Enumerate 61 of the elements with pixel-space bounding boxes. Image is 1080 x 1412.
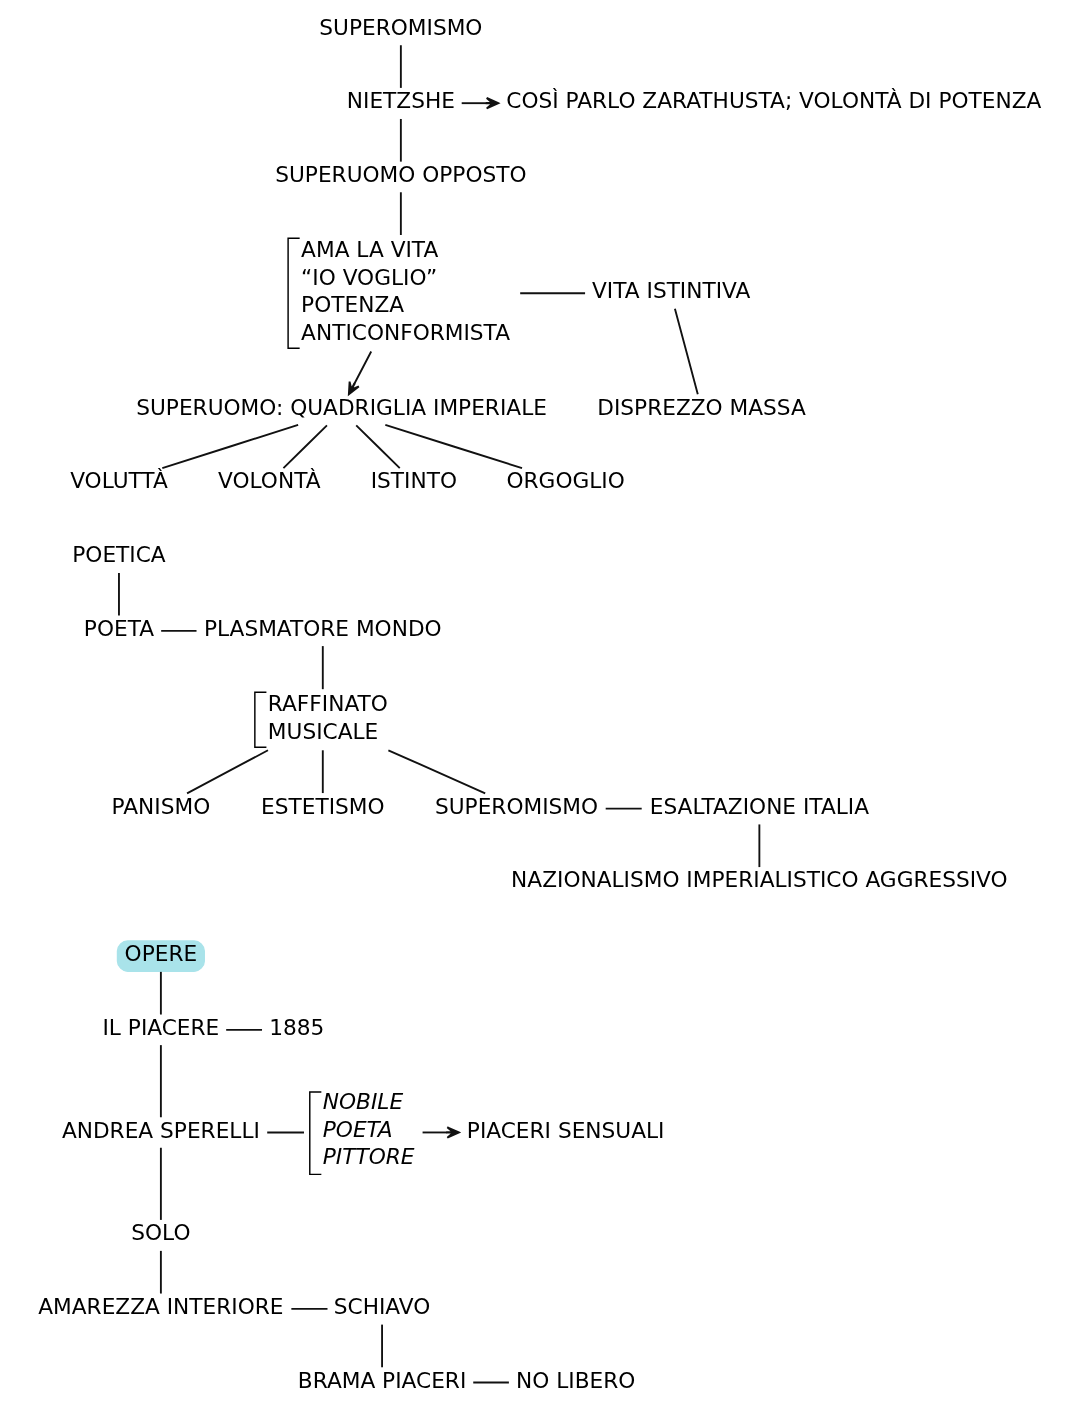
connector [399, 118, 402, 163]
node-text: IL PIACERE [102, 1014, 220, 1040]
node-text: 1885 [269, 1014, 325, 1040]
connector [399, 44, 402, 89]
node-text: POETICA [72, 542, 166, 568]
node-text: COSÌ PARLO ZARATHUSTA; VOLONTÀ DI POTENZA [506, 88, 1042, 114]
connector [519, 292, 586, 295]
node-text: VOLUTTÀ [70, 468, 168, 494]
arrow [347, 350, 373, 396]
connector [472, 1381, 510, 1384]
node-text: PANISMO [111, 793, 211, 819]
connector [673, 307, 699, 396]
connector [355, 424, 401, 470]
node-text: RAFFINATO MUSICALE [267, 691, 388, 744]
node-text: SUPERUOMO OPPOSTO [275, 161, 527, 187]
connector [384, 423, 523, 470]
node-text: ORGOGLIO [506, 468, 625, 494]
connector [159, 1146, 162, 1221]
connector [282, 424, 328, 470]
connector [758, 823, 761, 869]
connector [321, 645, 324, 691]
arrow [460, 97, 500, 110]
connector [160, 629, 198, 632]
node-text: ISTINTO [370, 468, 458, 494]
node-text: VITA ISTINTIVA [592, 278, 751, 304]
node-text: ESTETISMO [261, 793, 385, 819]
connector [399, 191, 402, 236]
connector [225, 1028, 263, 1031]
node-text: AMAREZZA INTERIORE [38, 1293, 284, 1319]
node-text: VOLONTÀ [218, 468, 321, 494]
connector [266, 1131, 305, 1134]
node-text: SUPERUOMO: QUADRIGLIA IMPERIALE [136, 394, 547, 420]
connector [118, 571, 120, 617]
node-text: PLASMATORE MONDO [203, 615, 442, 641]
node-text: AMA LA VITA “IO VOGLIO” POTENZA ANTICONFORMISTA [301, 237, 510, 345]
node-text: SUPEROMISMO [319, 14, 483, 40]
node-text: POETA [83, 615, 155, 641]
connector [159, 970, 162, 1016]
connector [321, 749, 324, 794]
node-text: ESALTAZIONE ITALIA [649, 793, 870, 819]
connector [161, 423, 300, 470]
node-text: PIACERI SENSUALI [466, 1117, 665, 1143]
connector [381, 1323, 383, 1369]
node-text: NO LIBERO [516, 1367, 636, 1393]
connector [186, 749, 269, 795]
node-text: DISPREZZO MASSA [597, 394, 806, 420]
connector [159, 1044, 162, 1119]
node-text: SUPEROMISMO [434, 793, 599, 819]
node-text: SOLO [131, 1220, 191, 1246]
connector [604, 807, 643, 810]
arrow [421, 1126, 460, 1139]
connector [290, 1307, 329, 1310]
node-text: BRAMA PIACERI [297, 1367, 467, 1393]
connector [387, 749, 487, 795]
node-text: ANDREA SPERELLI [61, 1117, 260, 1143]
node-text: NOBILE POETA PITTORE [322, 1089, 415, 1170]
node-text: NAZIONALISMO IMPERIALISTICO AGGRESSIVO [511, 867, 1008, 893]
connector [159, 1249, 162, 1295]
node-text: SCHIAVO [333, 1293, 431, 1319]
node-text: NIETZSHE [346, 88, 455, 114]
node-box: OPERE [116, 940, 205, 972]
